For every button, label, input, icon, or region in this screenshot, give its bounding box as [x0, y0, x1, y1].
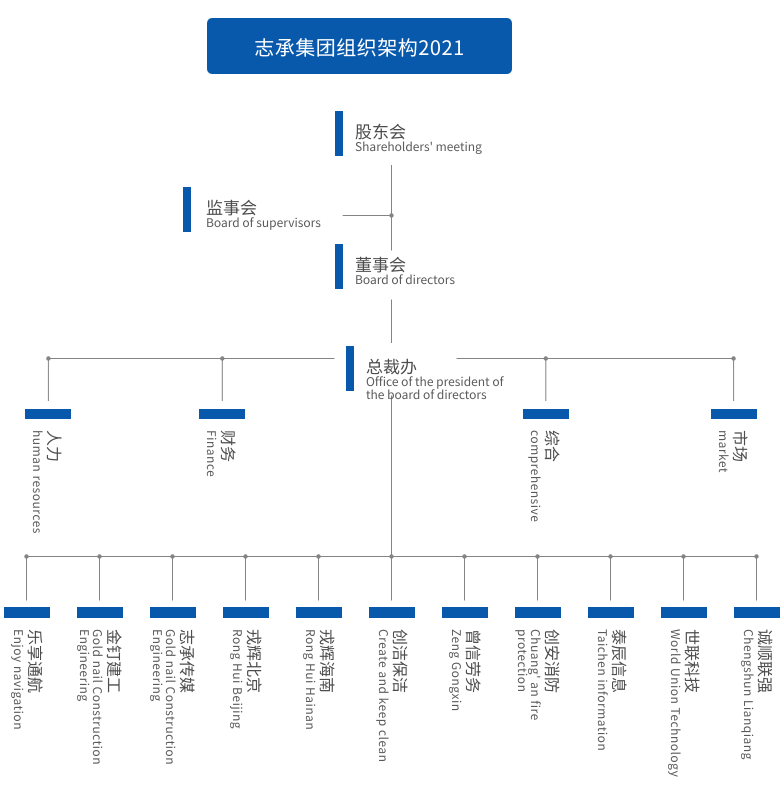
node-subtitle-en: Gold nail Construction Engineering [149, 628, 179, 765]
subsidiary-node-jinding-construction: 金钉建工 Gold nail Construction Engineering [76, 607, 127, 765]
node-text: 创安消防 Chuang' an fire protection [514, 628, 565, 721]
node-subtitle-en: Rong Hui Beijing [228, 628, 246, 729]
accent-bar [710, 409, 757, 419]
node-subtitle-en: Board of supervisors [206, 214, 321, 231]
node-title-zh: 泰辰信息 [607, 628, 632, 693]
banner: 志承集团组织架构2021 [207, 18, 512, 74]
node-text: 监事会 Board of supervisors [206, 197, 321, 232]
subsidiary-node-chuangan-fire: 创安消防 Chuang' an fire protection [514, 607, 565, 720]
accent-bar [335, 244, 343, 289]
org-node-board-of-supervisors: 监事会 Board of supervisors [183, 187, 321, 232]
node-text: 乐享通航 Enjoy navigation [9, 628, 48, 730]
org-node-shareholders-meeting: 股东会 Shareholders' meeting [335, 111, 482, 156]
node-text: 金钉建工 Gold nail Construction Engineering [76, 628, 127, 765]
node-title-zh: 金钉建工 [103, 628, 127, 693]
node-text: 股东会 Shareholders' meeting [355, 121, 482, 156]
subsidiary-node-lexiang-aviation: 乐享通航 Enjoy navigation [3, 607, 50, 730]
node-text: 综合 comprehensive [526, 429, 565, 522]
node-subtitle-en: Finance [203, 429, 221, 477]
subsidiary-node-ronghui-beijing: 戎辉北京 Rong Hui Beijing [222, 607, 269, 729]
node-title-zh: 世联科技 [680, 628, 705, 693]
node-subtitle-en: Enjoy navigation [9, 628, 27, 730]
node-title-zh: 创安消防 [541, 628, 565, 693]
node-title-zh: 乐享通航 [23, 628, 48, 693]
subsidiary-node-shilian-technology: 世联科技 World Union Technology [660, 607, 707, 777]
accent-bar [346, 346, 354, 391]
node-title-zh: 总裁办 [366, 353, 417, 378]
org-node-president-office: 总裁办 Office of the president of the board… [346, 346, 504, 401]
node-subtitle-en: Rong Hui Hainan [301, 628, 319, 730]
accent-bar [660, 607, 707, 618]
node-title-zh: 创洁保洁 [388, 628, 413, 693]
subsidiary-node-chuangjie-cleaning: 创洁保洁 Create and keep clean [368, 607, 415, 762]
node-title-zh: 监事会 [206, 194, 257, 219]
accent-bar [199, 409, 246, 419]
org-node-board-of-directors: 董事会 Board of directors [335, 244, 455, 289]
accent-bar [514, 607, 561, 618]
node-title-zh: 股东会 [355, 118, 406, 143]
node-subtitle-en: Gold nail Construction Engineering [76, 628, 106, 765]
chart-title: 志承集团组织架构2021 [254, 31, 465, 61]
node-text: 人力 human resources [29, 429, 68, 534]
node-subtitle-en: human resources [29, 429, 47, 534]
dept-node-finance: 财务 Finance [199, 409, 246, 477]
dept-node-market: 市场 market [710, 409, 757, 472]
node-subtitle-en: World Union Technology [666, 628, 684, 777]
node-title-zh: 戎辉北京 [242, 628, 267, 693]
accent-bar [149, 607, 196, 618]
node-title-zh: 综合 [540, 429, 565, 462]
node-title-zh: 董事会 [355, 251, 406, 276]
node-title-zh: 市场 [728, 429, 753, 462]
dept-node-hr: 人力 human resources [25, 409, 72, 533]
node-subtitle-en: Office of the president of the board of … [366, 373, 504, 403]
node-subtitle-en: comprehensive [526, 429, 544, 522]
node-subtitle-en: Taichen information [593, 628, 611, 751]
node-subtitle-en: Board of directors [355, 271, 455, 288]
dept-node-general-affairs: 综合 comprehensive [522, 409, 569, 522]
node-text: 创洁保洁 Create and keep clean [374, 628, 413, 762]
node-subtitle-en: Shareholders' meeting [355, 138, 482, 155]
node-title-zh: 志承传媒 [176, 628, 200, 693]
accent-bar [335, 111, 343, 156]
node-text: 志承传媒 Gold nail Construction Engineering [149, 628, 200, 765]
node-title-zh: 财务 [217, 429, 242, 462]
subsidiary-node-zengxin-labor: 曾信劳务 Zeng Gongxin [441, 607, 488, 711]
accent-bar [522, 409, 569, 419]
node-text: 戎辉北京 Rong Hui Beijing [228, 628, 267, 729]
node-subtitle-en: market [714, 429, 732, 473]
accent-bar [368, 607, 415, 618]
subsidiary-node-chengshun-lianqiang: 诚顺联强 Chengshun Lianqiang [733, 607, 780, 759]
node-text: 市场 market [714, 429, 753, 473]
node-text: 戎辉海南 Rong Hui Hainan [301, 628, 340, 730]
node-subtitle-en: Chuang' an fire protection [514, 628, 544, 721]
accent-bar [295, 607, 342, 618]
node-text: 泰辰信息 Taichen information [593, 628, 632, 751]
subsidiary-node-ronghui-hainan: 戎辉海南 Rong Hui Hainan [295, 607, 342, 730]
subsidiary-node-zhicheng-media: 志承传媒 Gold nail Construction Engineering [149, 607, 200, 765]
subsidiary-node-taichen-information: 泰辰信息 Taichen information [587, 607, 634, 751]
accent-bar [441, 607, 488, 618]
accent-bar [3, 607, 50, 618]
node-text: 诚顺联强 Chengshun Lianqiang [739, 628, 778, 760]
node-subtitle-en: Chengshun Lianqiang [739, 628, 757, 760]
node-text: 董事会 Board of directors [355, 254, 455, 289]
node-subtitle-en: Create and keep clean [374, 628, 392, 762]
accent-bar [25, 409, 72, 419]
accent-bar [587, 607, 634, 618]
node-title-zh: 戎辉海南 [315, 628, 340, 693]
node-text: 总裁办 Office of the president of the board… [366, 356, 504, 401]
node-title-zh: 诚顺联强 [753, 628, 778, 693]
accent-bar [183, 187, 191, 232]
node-text: 世联科技 World Union Technology [666, 628, 705, 777]
node-text: 财务 Finance [203, 429, 242, 477]
node-title-zh: 曾信劳务 [461, 628, 486, 693]
node-title-zh: 人力 [43, 429, 68, 462]
accent-bar [222, 607, 269, 618]
node-text: 曾信劳务 Zeng Gongxin [447, 628, 486, 712]
accent-bar [76, 607, 123, 618]
node-subtitle-en: Zeng Gongxin [447, 628, 465, 712]
accent-bar [733, 607, 780, 618]
